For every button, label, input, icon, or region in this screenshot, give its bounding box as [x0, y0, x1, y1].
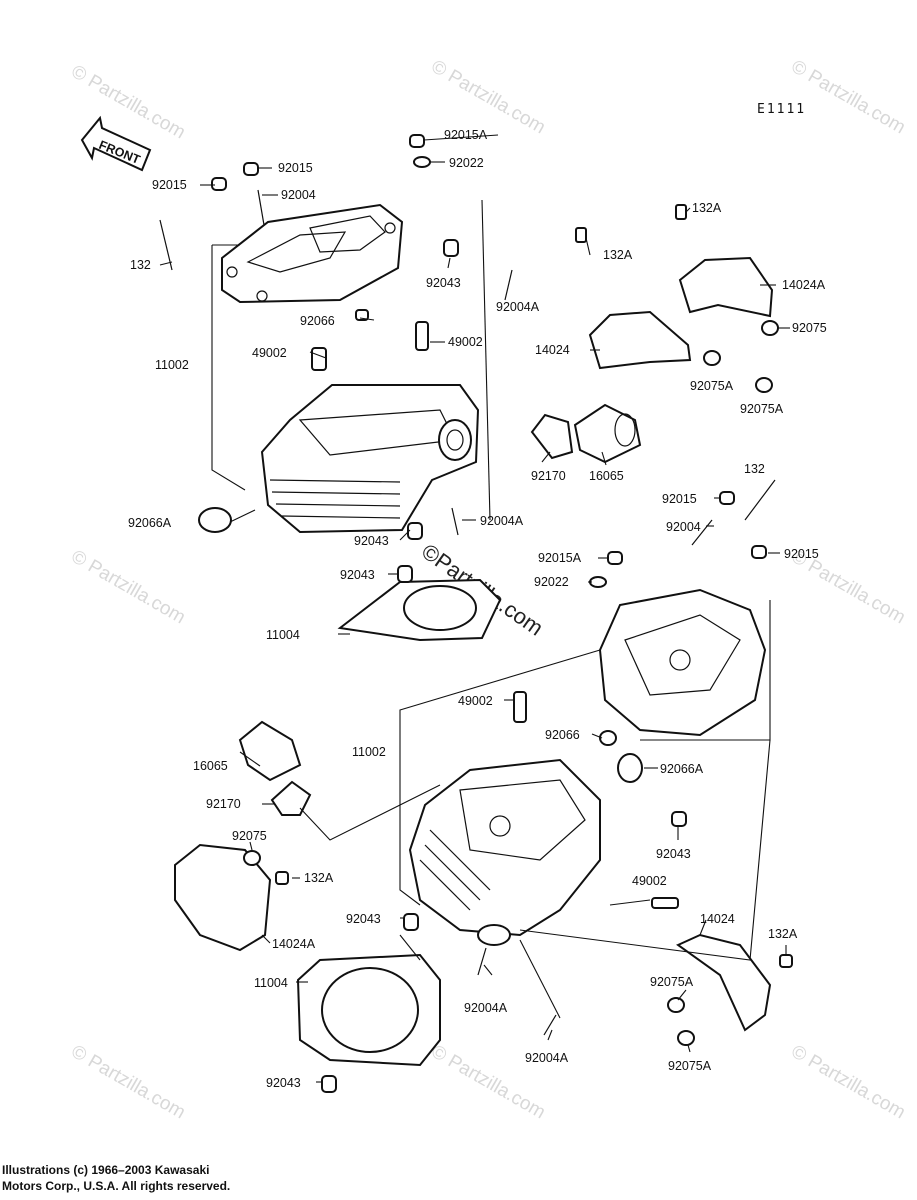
part-label: 92043: [266, 1076, 301, 1090]
part-label: 16065: [193, 759, 228, 773]
watermark: © Partzilla.com: [788, 1041, 909, 1123]
side-cover-14024-upper: [588, 310, 692, 370]
part-label: 92004: [281, 188, 316, 202]
part-label: 49002: [458, 694, 493, 708]
part-label: 132: [744, 462, 765, 476]
cylinder-head-front: [260, 384, 480, 534]
part-label: 92004A: [480, 514, 524, 528]
part-label: 92015: [784, 547, 819, 561]
side-cover-14024A-upper: [678, 256, 774, 318]
leader-lines: [159, 134, 790, 1083]
part-label: 92170: [206, 797, 241, 811]
part-label: 92043: [354, 534, 389, 548]
part-label: 49002: [448, 335, 483, 349]
copyright-line: Motors Corp., U.S.A. All rights reserved…: [2, 1179, 231, 1193]
part-label: 92015: [152, 178, 187, 192]
copyright-notice: Illustrations (c) 1966–2003 Kawasaki Mot…: [2, 1162, 230, 1194]
oring-92066A-lower: [617, 753, 643, 783]
part-label: 92015A: [444, 128, 488, 142]
gasket-front: [337, 578, 502, 642]
part-label: 14024A: [782, 278, 826, 292]
part-label: 92066: [300, 314, 335, 328]
front-arrow-icon: FRONT: [80, 115, 152, 172]
part-label: 11002: [352, 745, 386, 759]
part-label: 92004A: [464, 1001, 508, 1015]
cylinder-head-rear: [408, 758, 601, 946]
watermark: © Partzilla.com: [68, 61, 189, 143]
part-label: 92066A: [128, 516, 172, 530]
part-label: 92015A: [538, 551, 582, 565]
fasteners: [159, 134, 793, 1093]
watermark: © Partzilla.com: [788, 56, 909, 138]
watermark: © Partzilla.com: [68, 1041, 189, 1123]
part-label: 92066: [545, 728, 580, 742]
watermark: © Partzilla.com: [428, 56, 549, 138]
cylinder-head-cover-front: [221, 203, 404, 304]
part-label: 14024: [535, 343, 570, 357]
part-label: 132A: [603, 248, 633, 262]
part-label: 92043: [426, 276, 461, 290]
part-label: 92075A: [668, 1059, 712, 1073]
cylinder-head-cover-rear: [598, 588, 767, 737]
part-label: 92015: [662, 492, 697, 506]
part-label: 11004: [266, 628, 300, 642]
part-label: 49002: [632, 874, 667, 888]
part-label: 14024A: [272, 937, 316, 951]
side-cover-14024-lower: [676, 933, 772, 1032]
part-label: 132A: [692, 201, 722, 215]
part-label: 92022: [534, 575, 569, 589]
intake-joint-upper: [530, 403, 642, 464]
part-label: 49002: [252, 346, 287, 360]
part-label: 92170: [531, 469, 566, 483]
intake-joint-lower: [238, 720, 312, 816]
copyright-line: Illustrations (c) 1966–2003 Kawasaki: [2, 1163, 210, 1177]
part-label: 132A: [304, 871, 334, 885]
part-label: 92075: [792, 321, 827, 335]
part-label: 92075A: [740, 402, 784, 416]
watermark: © Partzilla.com: [68, 546, 189, 628]
part-label: 11004: [254, 976, 288, 990]
side-cover-14024A-lower: [174, 843, 272, 952]
part-label: 92075A: [690, 379, 734, 393]
part-label: 92043: [346, 912, 381, 926]
part-label: 132A: [768, 927, 798, 941]
gasket-rear: [296, 953, 441, 1067]
part-label: 92004: [666, 520, 701, 534]
part-label: 92075: [232, 829, 267, 843]
part-label: 92066A: [660, 762, 704, 776]
part-label: 92043: [656, 847, 691, 861]
drawing-code: E1111: [757, 102, 807, 117]
part-label: 11002: [155, 358, 189, 372]
part-label: 16065: [589, 469, 624, 483]
part-label: 92004A: [525, 1051, 569, 1065]
part-label: 92043: [340, 568, 375, 582]
part-label: 92075A: [650, 975, 694, 989]
part-label: 14024: [700, 912, 735, 926]
part-label: 92015: [278, 161, 313, 175]
part-label: 92022: [449, 156, 484, 170]
part-label: 132: [130, 258, 151, 272]
part-label: 92004A: [496, 300, 540, 314]
part-labels: 92015A 92015 92022 92015 92004 132 92043…: [128, 128, 827, 1090]
